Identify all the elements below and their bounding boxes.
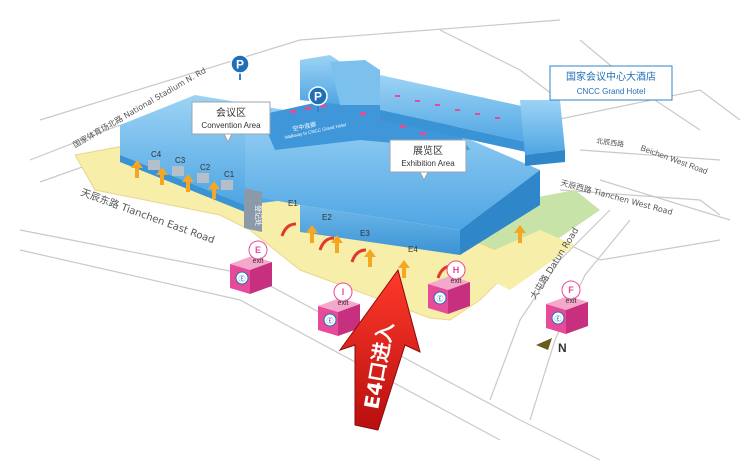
exhibition-area-en: Exhibition Area	[401, 159, 455, 168]
exhibition-area-callout: 展览区 Exhibition Area	[389, 139, 467, 182]
exit-letter: I	[342, 287, 345, 297]
registration-label: 登记处	[254, 205, 263, 226]
hotel-callout: 国家会议中心大酒店 CNCC Grand Hotel	[549, 65, 673, 101]
parking-icon: P	[314, 90, 322, 104]
exhibition-gates: E1 E2 E3 E4	[288, 199, 418, 254]
exit-icon: Ⓔ	[555, 315, 562, 323]
exit-label: exit	[451, 278, 462, 285]
exit-marker-f[interactable]: Ⓔ F exit	[546, 280, 588, 334]
gate-e1[interactable]: E1	[288, 199, 298, 208]
exit-marker-i[interactable]: Ⓔ I exit	[318, 282, 360, 336]
gate-c4[interactable]: C4	[151, 150, 162, 159]
gate-e4[interactable]: E4	[408, 245, 418, 254]
exit-marker-e[interactable]: Ⓔ E exit	[230, 240, 272, 294]
plaza-east	[460, 230, 575, 290]
exit-label: exit	[566, 298, 577, 305]
gate-c1[interactable]: C1	[224, 170, 235, 179]
exit-letter: E	[255, 245, 261, 255]
convention-gates: C4 C3 C2 C1	[151, 150, 235, 179]
road-beichen-west-en: Beichen West Road	[639, 143, 708, 176]
gate-e2[interactable]: E2	[322, 213, 332, 222]
convention-area-en: Convention Area	[201, 121, 261, 130]
exit-letter: F	[568, 285, 574, 295]
exhibition-area-cn: 展览区	[413, 144, 443, 157]
exit-marker-h[interactable]: Ⓔ H exit	[428, 260, 470, 314]
exit-icon: Ⓔ	[437, 295, 444, 303]
parking-marker-1[interactable]: P	[230, 54, 250, 80]
north-label: N	[558, 341, 567, 355]
exit-icon: Ⓔ	[327, 317, 334, 325]
registration-strip	[244, 188, 262, 232]
walkway	[260, 95, 470, 150]
exit-label: exit	[338, 300, 349, 307]
parking-marker-2[interactable]: P	[308, 86, 328, 112]
road-beichen-west-cn: 北辰西路	[596, 136, 625, 149]
parking-icon: P	[236, 58, 244, 72]
hotel-windows	[395, 95, 500, 119]
exit-label: exit	[253, 258, 264, 265]
hotel-name-cn: 国家会议中心大酒店	[566, 70, 656, 83]
convention-gate-doors	[148, 160, 233, 190]
entry-arrow: E4口进入	[338, 268, 421, 431]
convention-area-callout: 会议区 Convention Area	[191, 101, 271, 144]
convention-area-cn: 会议区	[216, 106, 246, 119]
gate-c2[interactable]: C2	[200, 163, 211, 172]
north-indicator: N	[536, 338, 567, 355]
gate-c3[interactable]: C3	[175, 156, 186, 165]
exit-icon: Ⓔ	[239, 275, 246, 283]
hotel-name-en: CNCC Grand Hotel	[577, 87, 646, 96]
gate-e3[interactable]: E3	[360, 229, 370, 238]
exit-letter: H	[453, 265, 460, 275]
